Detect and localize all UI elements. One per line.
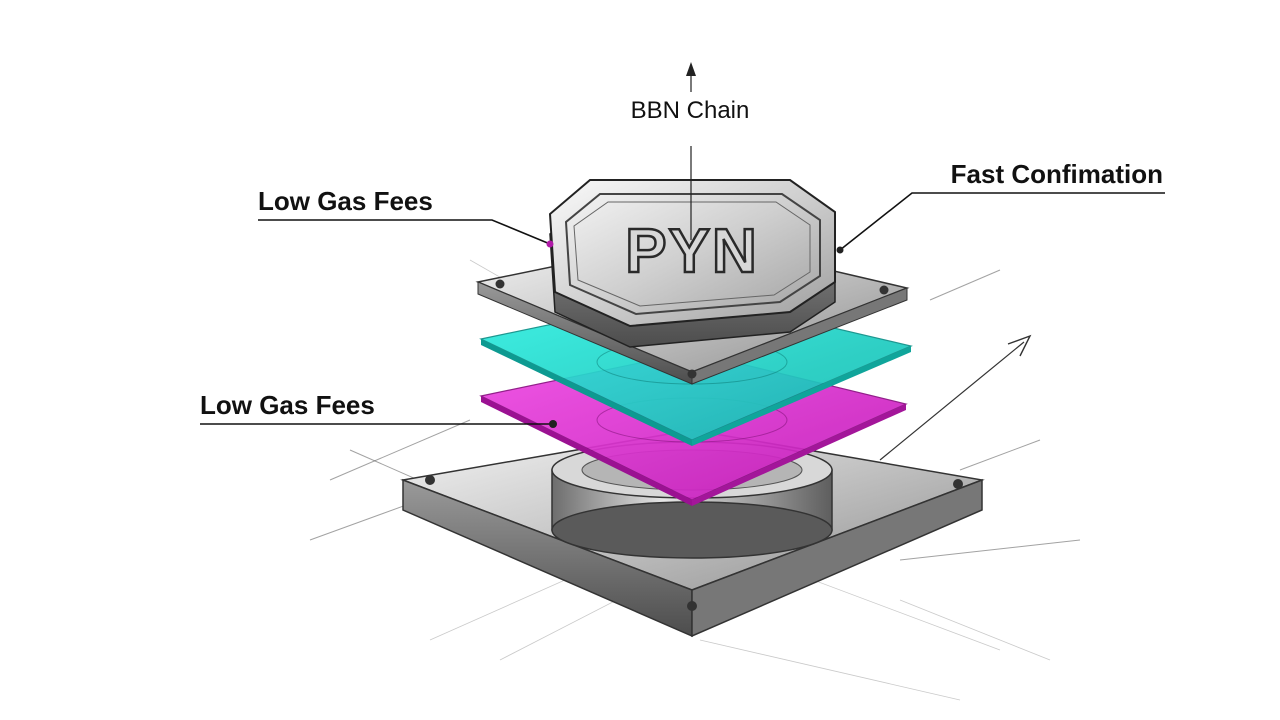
- callout-dot-icon: [549, 420, 557, 428]
- callout-lines: [200, 192, 1165, 428]
- label-low-gas-fees-lower: Low Gas Fees: [200, 390, 375, 420]
- callout-dot-icon: [836, 246, 844, 254]
- trend-arrow: [879, 334, 1032, 461]
- arrow-diagonal-icon: [1007, 334, 1032, 357]
- coin-label: PYN: [625, 217, 758, 286]
- label-bbn-chain: BBN Chain: [631, 97, 750, 124]
- arrow-up-icon: [686, 62, 696, 76]
- chain-axis: [686, 62, 696, 240]
- label-fast-confirmation: Fast Confimation: [951, 159, 1163, 189]
- label-low-gas-fees-upper: Low Gas Fees: [258, 186, 433, 216]
- pyn-coin: PYN: [548, 179, 836, 348]
- callout-dot-icon: [546, 240, 554, 248]
